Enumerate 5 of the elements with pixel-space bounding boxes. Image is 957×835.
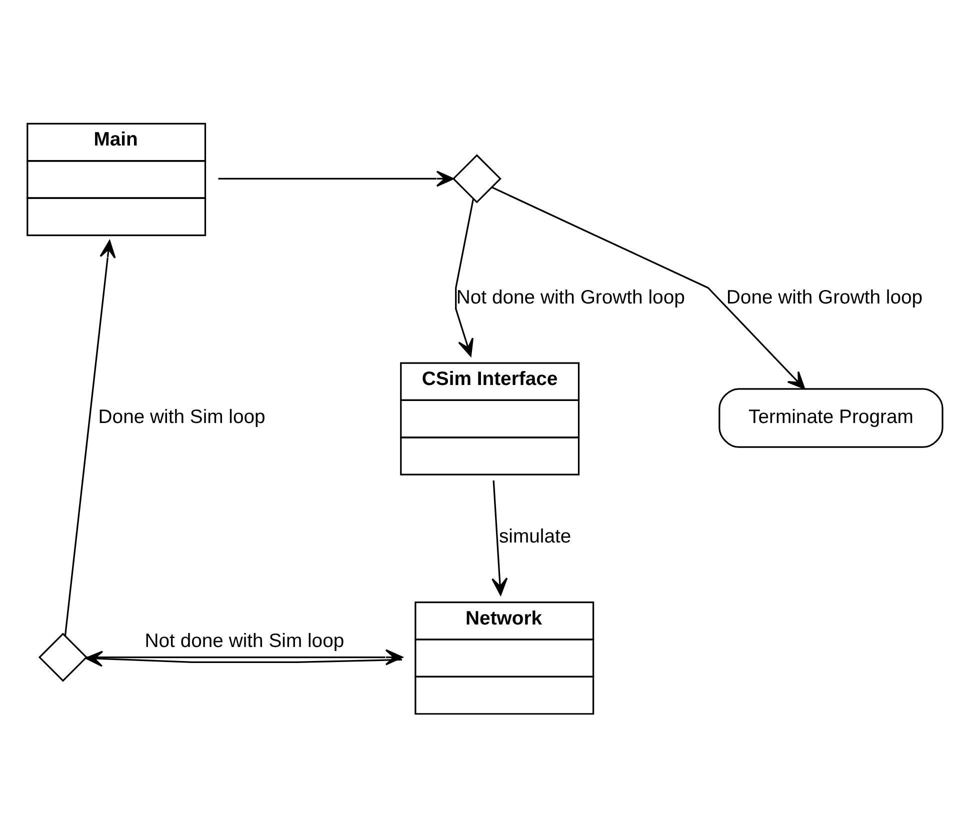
- edge-label: Done with Sim loop: [98, 406, 266, 428]
- edge-label: simulate: [498, 525, 572, 548]
- edge-label: Not done with Sim loop: [144, 629, 344, 652]
- edge-label: Not done with Growth loop: [456, 286, 685, 308]
- edge-label: Done with Growth loop: [726, 286, 923, 308]
